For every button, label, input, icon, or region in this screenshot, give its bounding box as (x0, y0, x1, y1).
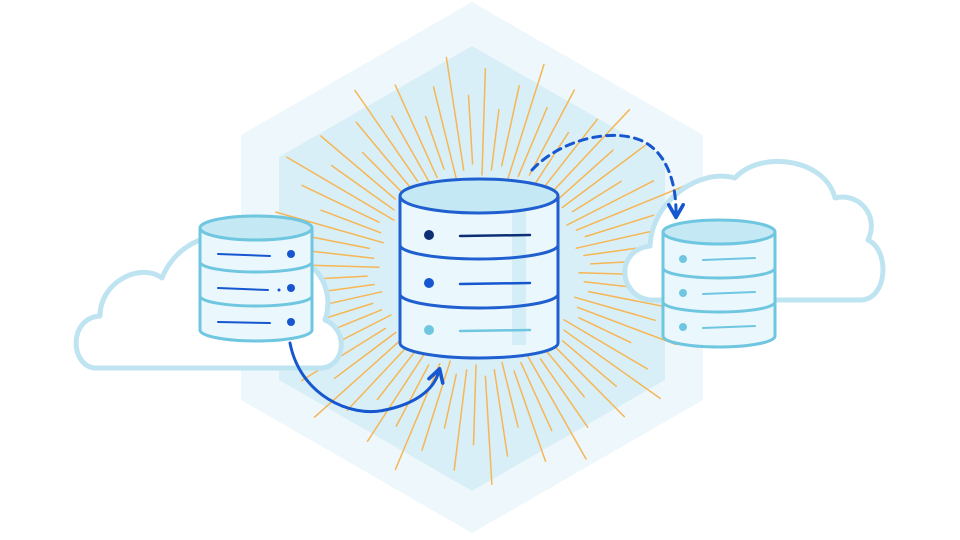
sunburst-ray (500, 85, 520, 167)
sunburst-ray (552, 108, 631, 192)
sunburst-ray (467, 94, 474, 165)
sunburst-ray (333, 331, 397, 380)
sunburst-ray (484, 375, 493, 486)
sunburst-ray (584, 214, 655, 238)
sunburst-ray (472, 364, 477, 446)
sunburst-ray (355, 121, 415, 192)
sunburst-ray (481, 67, 487, 176)
sunburst-ray (563, 329, 661, 400)
sunburst-ray (551, 149, 614, 206)
center-database-icon (398, 177, 560, 360)
sunburst-ray (453, 369, 468, 471)
dashed-curved-arrow-icon (530, 133, 685, 220)
sunburst-ray (517, 106, 548, 178)
sunburst-ray (313, 334, 407, 418)
sunburst-ray (539, 358, 589, 428)
sunburst-ray (395, 364, 430, 427)
sunburst-ray (301, 327, 387, 382)
sunburst-ray (301, 184, 380, 223)
sunburst-ray (501, 361, 519, 428)
sunburst-ray (576, 306, 677, 346)
sunburst-ray (421, 360, 451, 451)
sunburst-ray (286, 156, 395, 221)
sunburst-ray (520, 361, 553, 432)
sunburst-ray (445, 56, 465, 172)
sunburst-ray (563, 319, 649, 370)
sunburst-ray (541, 118, 599, 191)
left-database-icon (198, 214, 314, 343)
sunburst-ray (561, 144, 647, 209)
sunburst-ray (525, 352, 587, 460)
sunburst-ray (275, 211, 384, 244)
sunburst-ray (391, 115, 433, 188)
sunburst-ray (528, 89, 576, 176)
sunburst-ray (330, 164, 395, 211)
sunburst-ray (320, 135, 397, 200)
sunburst-ray (376, 349, 417, 401)
sunburst-ray (546, 338, 626, 418)
sunburst-ray (530, 131, 570, 190)
solid-curved-arrow-icon (288, 341, 445, 413)
sunburst-ray (578, 317, 632, 344)
sunburst-ray (490, 108, 500, 171)
sunburst-ray (513, 370, 547, 462)
sunburst-ray (561, 340, 618, 388)
sunburst-ray (394, 84, 438, 179)
sunburst-ray (424, 115, 445, 170)
sunburst-ray (575, 184, 688, 231)
sunburst-ray (574, 296, 656, 322)
sunburst-ray (320, 209, 382, 234)
sunburst-ray (443, 373, 458, 429)
sunburst-ray (507, 63, 545, 180)
sunburst-ray (366, 350, 428, 443)
right-database-icon (661, 218, 777, 349)
sunburst-ray (346, 348, 406, 412)
sunburst-ray (493, 368, 509, 457)
sunburst-ray (571, 180, 622, 213)
sunburst-ray (566, 180, 655, 226)
sunburst-ray (543, 348, 586, 398)
sunburst-ray (354, 89, 419, 182)
sunburst-ray (432, 86, 457, 179)
